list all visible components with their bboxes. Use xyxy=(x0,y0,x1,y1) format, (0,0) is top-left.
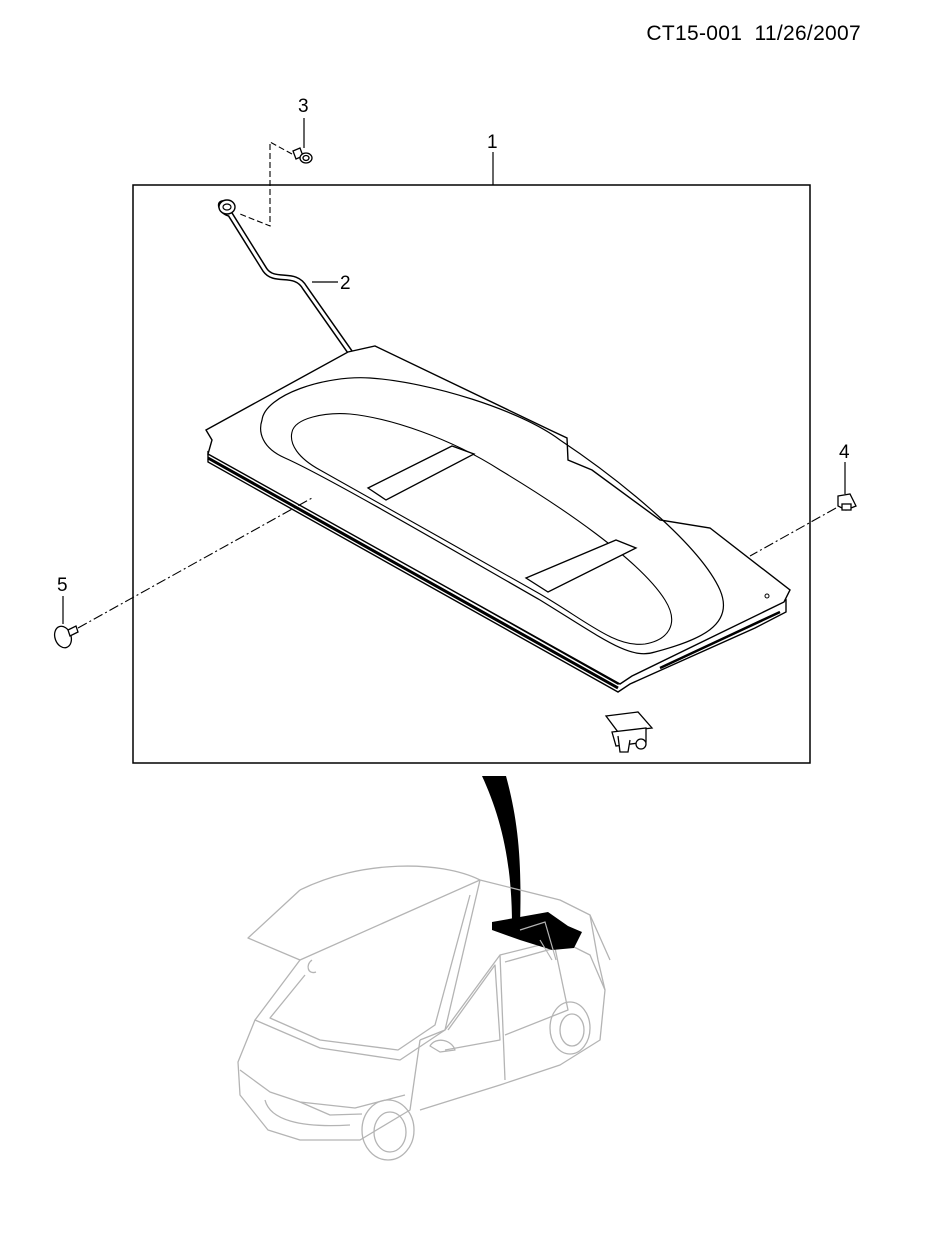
shelf-location-detail xyxy=(519,921,557,961)
push-pin-icon xyxy=(53,625,79,649)
callout-2: 2 xyxy=(340,273,351,294)
clip-icon xyxy=(837,493,857,511)
callout-3: 3 xyxy=(298,96,309,117)
package-shelf xyxy=(205,345,791,693)
assembly-frame xyxy=(132,184,811,764)
bolt-icon xyxy=(292,147,313,164)
callout-4: 4 xyxy=(839,442,850,463)
shelf-location-highlight xyxy=(492,912,582,950)
callout-5: 5 xyxy=(57,575,68,596)
callout-1: 1 xyxy=(487,132,498,153)
shelf-clip-icon xyxy=(604,711,654,753)
support-strap xyxy=(217,199,353,355)
clip-dash-line xyxy=(749,507,837,557)
location-pointer xyxy=(482,776,521,925)
pin-dash-line xyxy=(77,497,313,629)
document-code-date: CT15-001 11/26/2007 xyxy=(646,22,861,45)
bolt-dash-line xyxy=(239,141,293,227)
vehicle-locator xyxy=(237,865,611,1161)
